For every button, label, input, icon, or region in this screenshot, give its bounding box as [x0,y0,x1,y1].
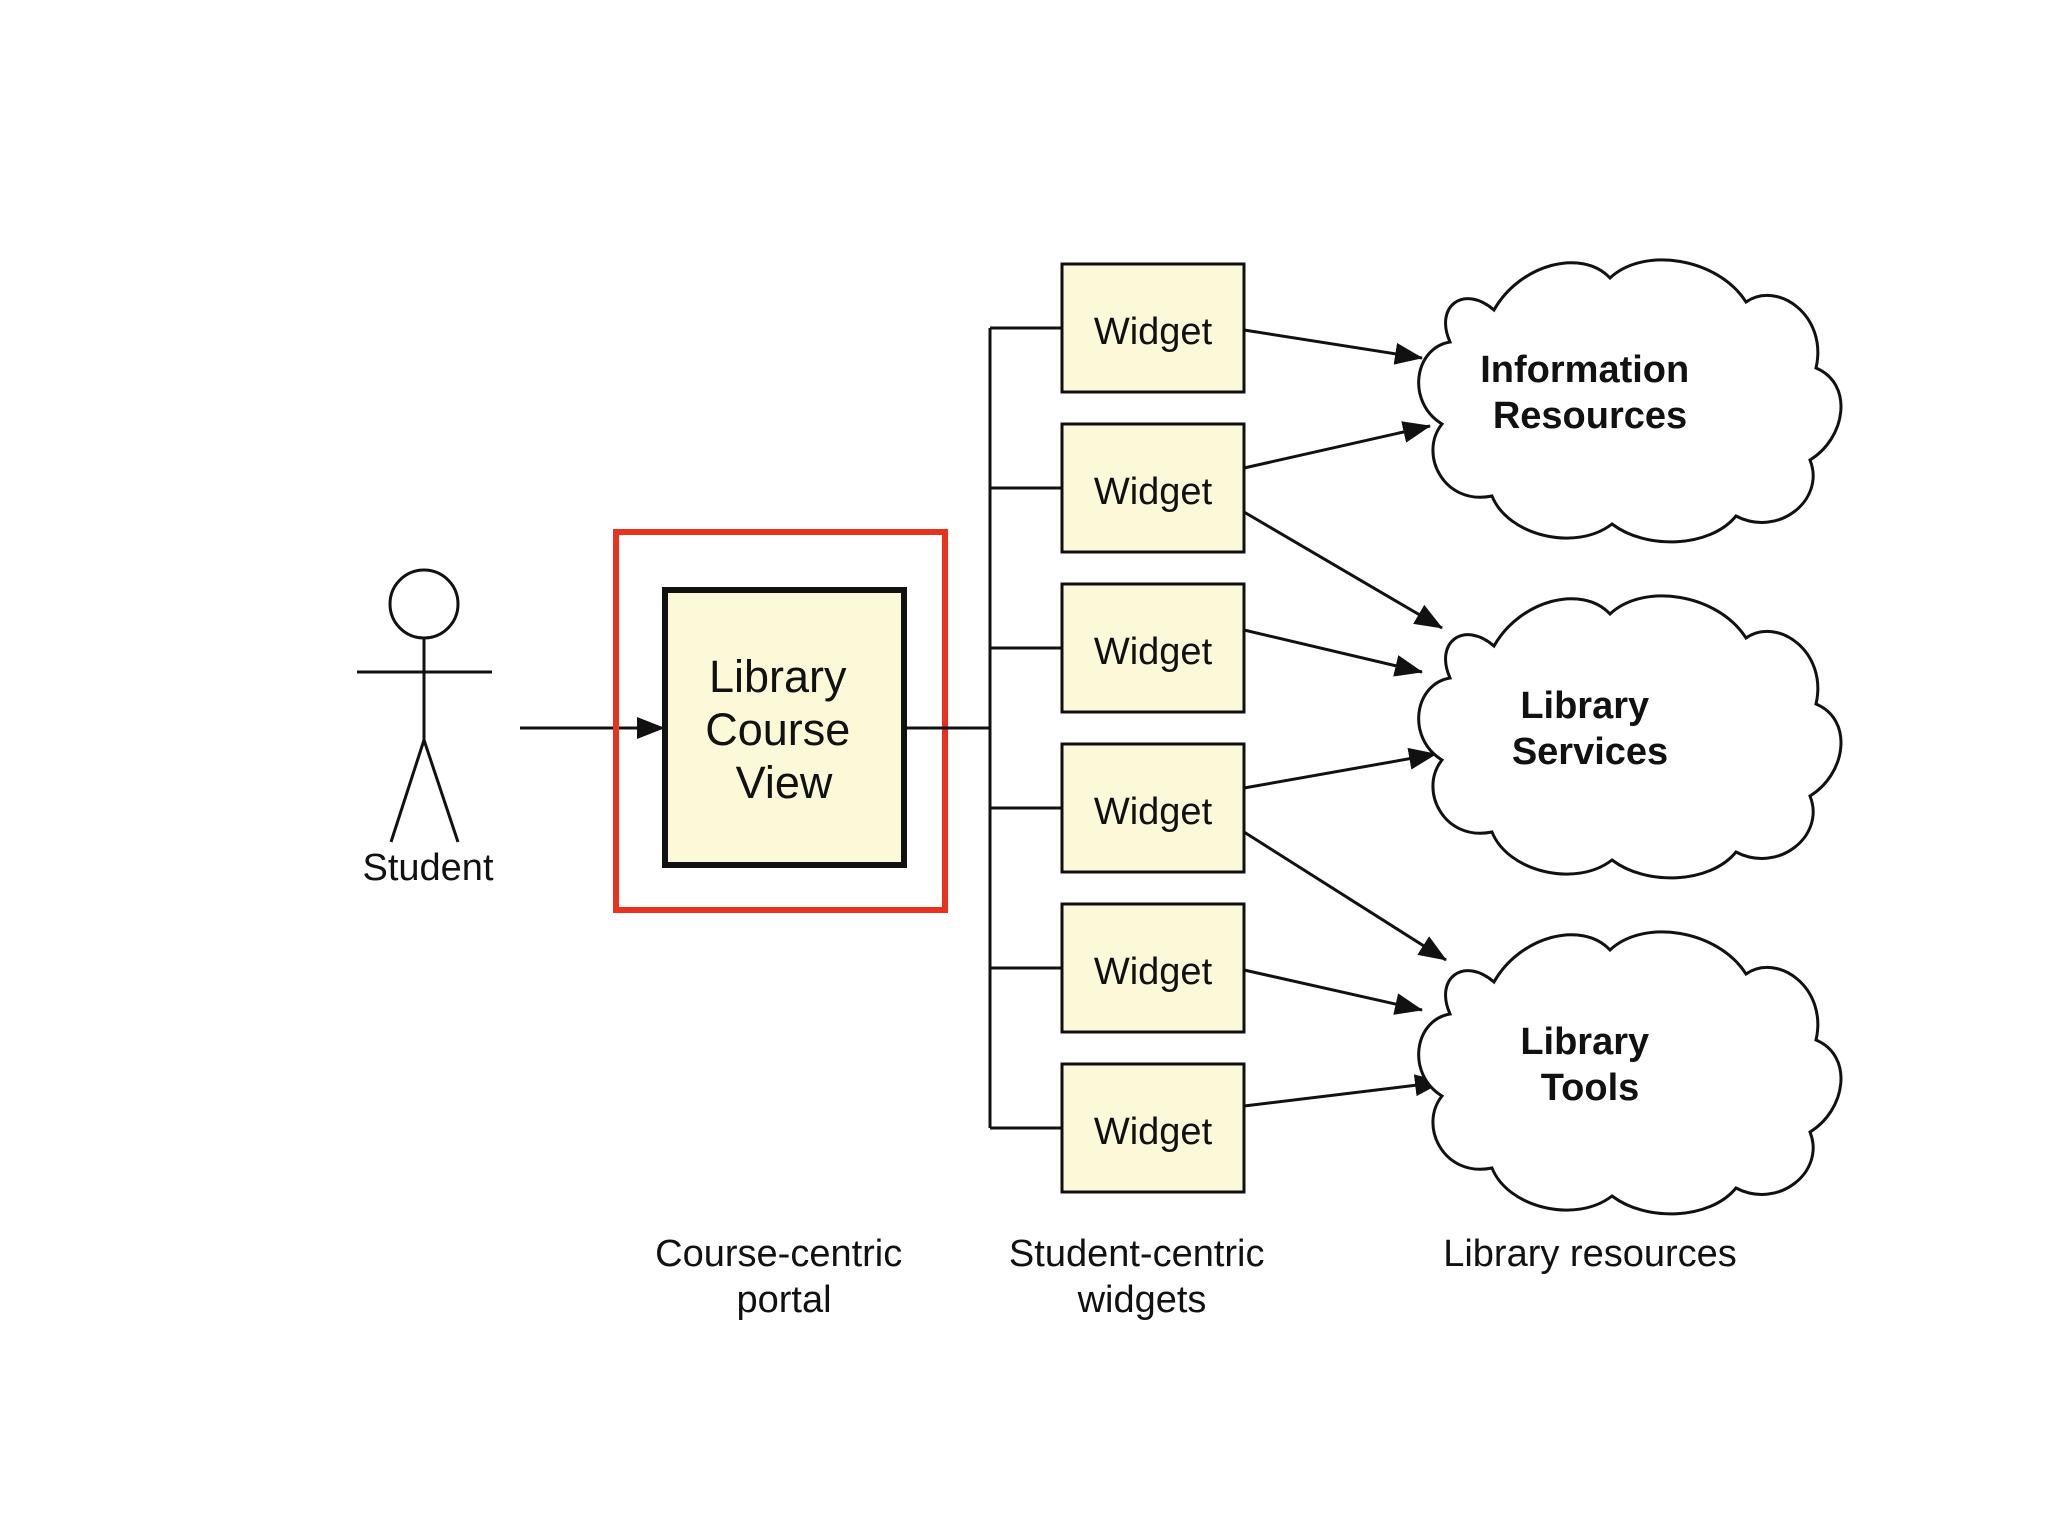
library-course-view-line: Library [709,651,847,702]
widget-item: Widget [990,902,1246,1034]
cloud-label-line: Resources [1493,395,1687,437]
portal-highlight [613,529,948,913]
widget-box [1060,902,1246,1034]
resource-cloud-tools: Library Tools [1417,930,1843,1216]
widget-to-resource-arrow [1243,830,1447,962]
caption-line: portal [736,1279,831,1321]
widget-box [1060,422,1246,554]
widget-label: Widget [1094,471,1213,513]
library-course-view: Library Course View [662,587,907,868]
library-course-view-line: View [736,757,833,808]
widget-label: Widget [1094,951,1213,993]
library-course-view-box [662,587,907,868]
widget-box [1060,262,1246,394]
student-figure: Student [357,568,494,889]
widget-to-resource-arrow [1243,1074,1443,1108]
cloud-label-line: Information [1480,349,1689,391]
cloud-label: Library Services [1512,685,1668,773]
caption-line: Course-centric [655,1233,902,1275]
widget-item: Widget [990,582,1246,714]
cloud-label-line: Services [1512,731,1668,773]
caption-student-centric-widgets: Student-centric widgets [1009,1233,1275,1321]
widget-to-resource-arrow [1243,421,1431,470]
widget-label: Widget [1094,791,1213,833]
widget-to-resource-arrow [1243,328,1423,365]
cloud-label: Library Tools [1520,1021,1659,1109]
widget-label: Widget [1094,1111,1213,1153]
caption-line: widgets [1077,1279,1207,1321]
widget-to-resource-arrow [1243,968,1423,1015]
widget-to-resource-arrow [1243,747,1437,790]
cloud-label-line: Tools [1541,1067,1640,1109]
widget-box [1060,742,1246,874]
widget-item: Widget [990,262,1246,394]
widget-column: Widget Widget Widget Widget Widget Widge… [990,262,1246,1194]
widget-resource-arrows [1243,328,1447,1108]
library-course-view-line: Course [705,704,850,755]
resource-cloud-information: Information Resources [1417,258,1843,544]
cloud-label-line: Library [1520,685,1649,727]
library-course-view-label: Library Course View [705,651,863,808]
caption-line: Student-centric [1009,1233,1265,1275]
caption-line: Library resources [1443,1233,1737,1275]
widget-item: Widget [990,1062,1246,1194]
cloud-shape [1417,594,1843,880]
widget-box [1060,582,1246,714]
widget-to-resource-arrow [1243,628,1423,677]
widget-item: Widget [990,742,1246,874]
cloud-label-line: Library [1520,1021,1649,1063]
student-right-leg [422,739,460,843]
widget-label: Widget [1094,311,1213,353]
caption-course-centric-portal: Course-centric portal [655,1233,913,1321]
cloud-label: Information Resources [1480,349,1700,437]
widget-item: Widget [990,422,1246,554]
resource-cloud-services: Library Services [1417,594,1843,880]
student-label: Student [363,847,494,889]
caption-library-resources: Library resources [1443,1233,1737,1275]
widget-to-resource-arrow [1243,510,1443,630]
widget-box [1060,1062,1246,1194]
cloud-shape [1417,930,1843,1216]
student-left-leg [389,739,426,843]
widget-label: Widget [1094,631,1213,673]
cloud-shape [1417,258,1843,544]
student-head [388,568,460,640]
